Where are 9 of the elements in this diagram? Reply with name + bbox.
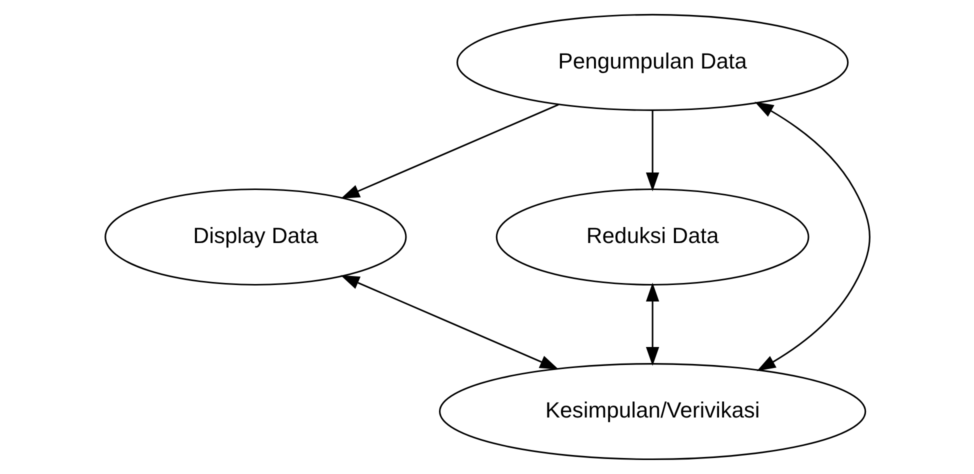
node-ellipse: Display Data — [104, 188, 406, 286]
node-ellipse: Reduksi Data — [495, 188, 809, 286]
arrow — [340, 275, 558, 370]
arrow — [340, 104, 558, 199]
arrow — [645, 282, 659, 366]
node-ellipse: Kesimpulan/Verivikasi — [438, 363, 866, 460]
node-ellipse: Pengumpulan Data — [456, 14, 848, 111]
arrow — [645, 110, 659, 192]
arrow — [754, 102, 870, 372]
